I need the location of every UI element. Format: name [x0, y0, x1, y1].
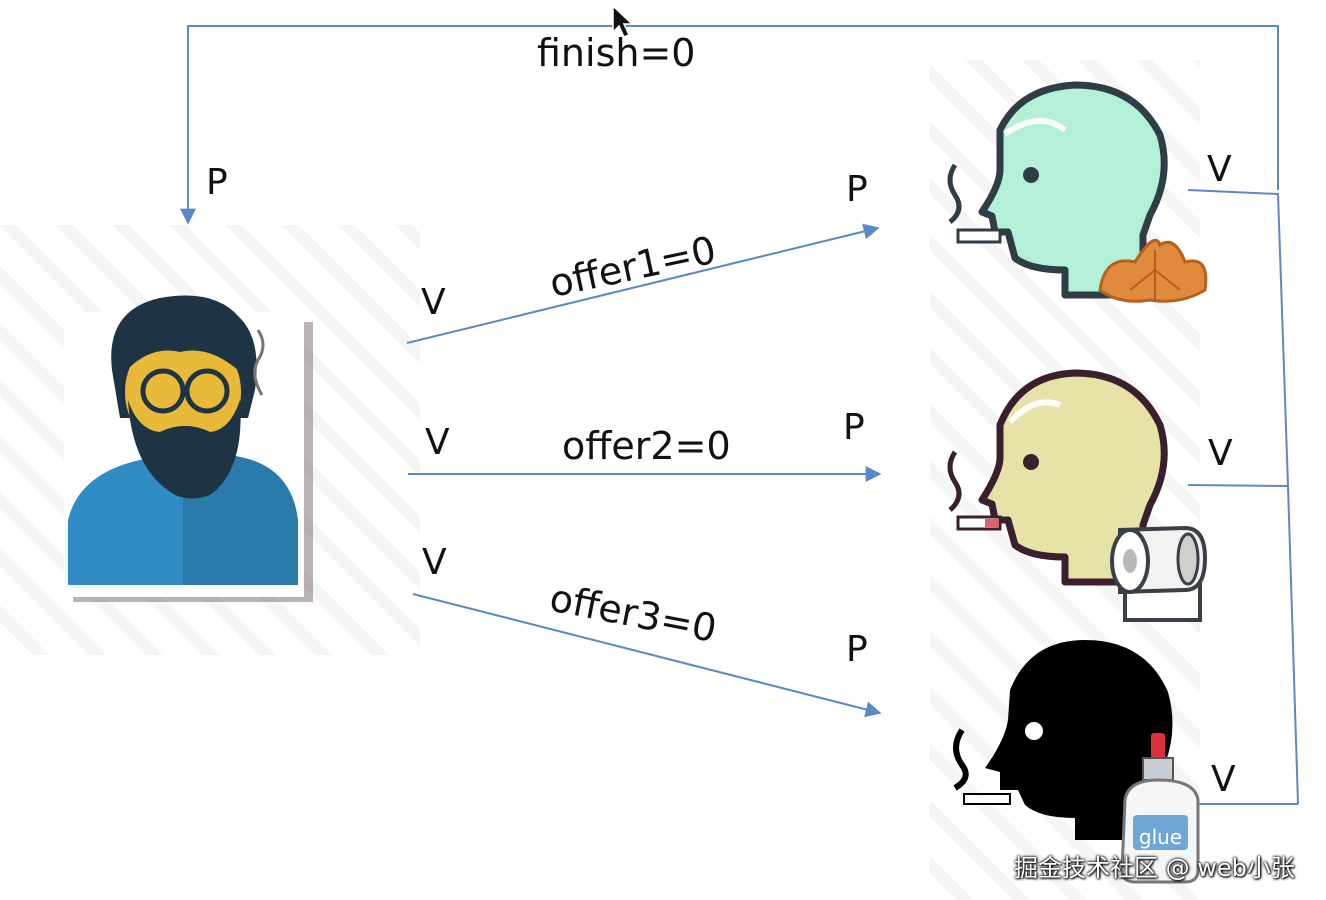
- smoker2-v-label: V: [1208, 433, 1233, 474]
- smoker1-v-line: [1187, 189, 1299, 805]
- glue-label: glue: [1139, 825, 1182, 849]
- agent-v1-label: V: [421, 282, 446, 323]
- agent-avatar: [64, 295, 313, 602]
- smoker1-v-label: V: [1207, 149, 1232, 190]
- offer2-label: offer2=0: [562, 424, 731, 468]
- offer1-label: offer1=0: [546, 228, 720, 306]
- smoker2-v-line: [1187, 484, 1289, 487]
- smoker3-p-label: P: [846, 629, 868, 670]
- watermark: 掘金技术社区 @ web小张: [1014, 854, 1295, 882]
- tobacco-leaf-icon: [1098, 238, 1208, 303]
- smoker3-figure: [953, 640, 1173, 840]
- offer3-label: offer3=0: [546, 576, 720, 651]
- smoker2-p-label: P: [843, 407, 865, 448]
- finish-label: finish=0: [537, 31, 696, 75]
- offer3-arrow: [412, 593, 882, 718]
- arrows: [180, 25, 1299, 805]
- agent-v2-label: V: [425, 422, 450, 463]
- glue-bottle-icon: glue: [1120, 733, 1200, 884]
- mouse-cursor-icon: [612, 4, 634, 38]
- smoker1-figure: [947, 81, 1168, 299]
- agent-v3-label: V: [422, 542, 447, 583]
- paper-roll-icon: [1110, 525, 1208, 622]
- smoker3-v-label: V: [1211, 759, 1236, 800]
- agent-p-label: P: [206, 162, 228, 203]
- finish-arrow: [180, 25, 1279, 225]
- offer1-arrow: [406, 223, 880, 344]
- smoker1-p-label: P: [846, 169, 868, 210]
